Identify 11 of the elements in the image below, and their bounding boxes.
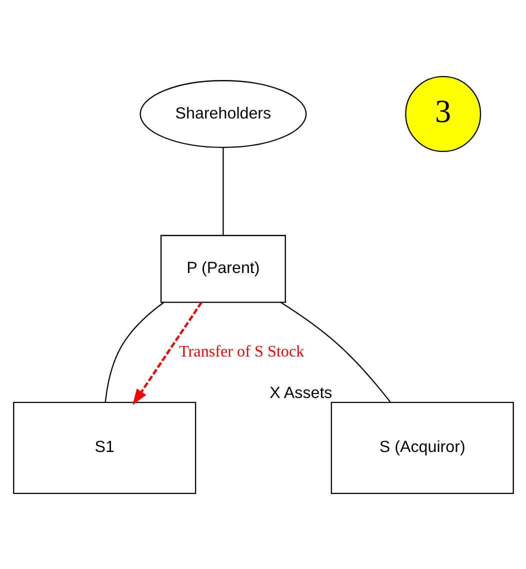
connector — [280, 301, 390, 402]
node-ellipse: Shareholders — [139, 80, 306, 148]
arrow — [132, 301, 202, 405]
node-box: S (Acquiror) — [330, 401, 514, 494]
edge-label: Transfer of S Stock — [178, 343, 304, 360]
connector — [104, 301, 164, 402]
node-circle: 3 — [404, 76, 481, 152]
node-box: S1 — [12, 401, 196, 494]
node-label: X Assets — [269, 384, 332, 402]
node-box: P (Parent) — [160, 234, 286, 302]
connector — [222, 147, 224, 235]
